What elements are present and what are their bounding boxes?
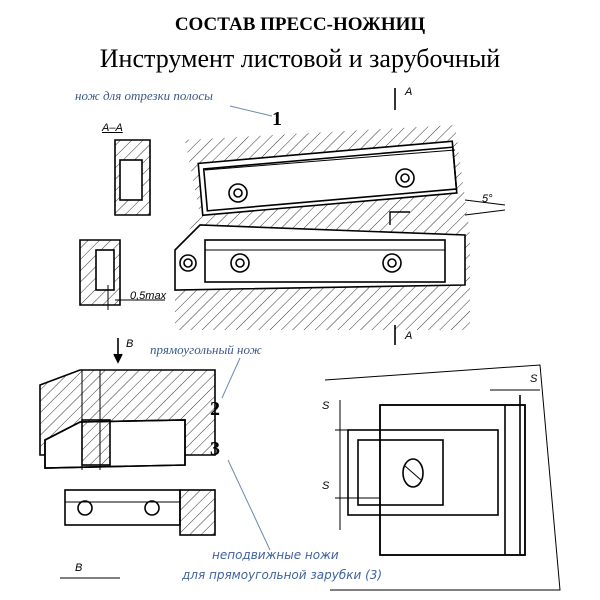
caption-rect-knife: прямоугольный нож (150, 342, 262, 357)
lower-knife (204, 239, 446, 283)
caption-strip-knife: нож для отрезки полосы (75, 88, 213, 103)
caption-fixed-knives-2: для прямоугольной зарубки (3) (182, 568, 383, 582)
section-a-top-label: А (405, 86, 413, 98)
frame (379, 404, 526, 556)
page-title: СОСТАВ ПРЕСС-НОЖНИЦ (174, 14, 426, 35)
part-number-3: 3 (210, 438, 220, 460)
caption-fixed-knives-1: неподвижные ножи (212, 548, 339, 562)
angle-label: 5° (482, 193, 493, 205)
knife-1 (202, 146, 458, 212)
s-left-2-label: S (322, 480, 330, 492)
knife-3 (64, 489, 181, 526)
view-b-top-label: В (126, 338, 134, 350)
gap-label: 0,5max (130, 290, 167, 302)
view-b-bottom-label: В (75, 562, 83, 574)
part-number-2: 2 (210, 398, 220, 420)
section-aa-label: А–А (102, 122, 123, 134)
page-subtitle: Инструмент листовой и зарубочный (99, 44, 501, 73)
part-number-1: 1 (272, 108, 282, 130)
knife-2 (44, 419, 186, 469)
s-top-label: S (530, 373, 538, 385)
section-a-bottom-label: А (405, 330, 413, 342)
s-left-1-label: S (322, 400, 330, 412)
